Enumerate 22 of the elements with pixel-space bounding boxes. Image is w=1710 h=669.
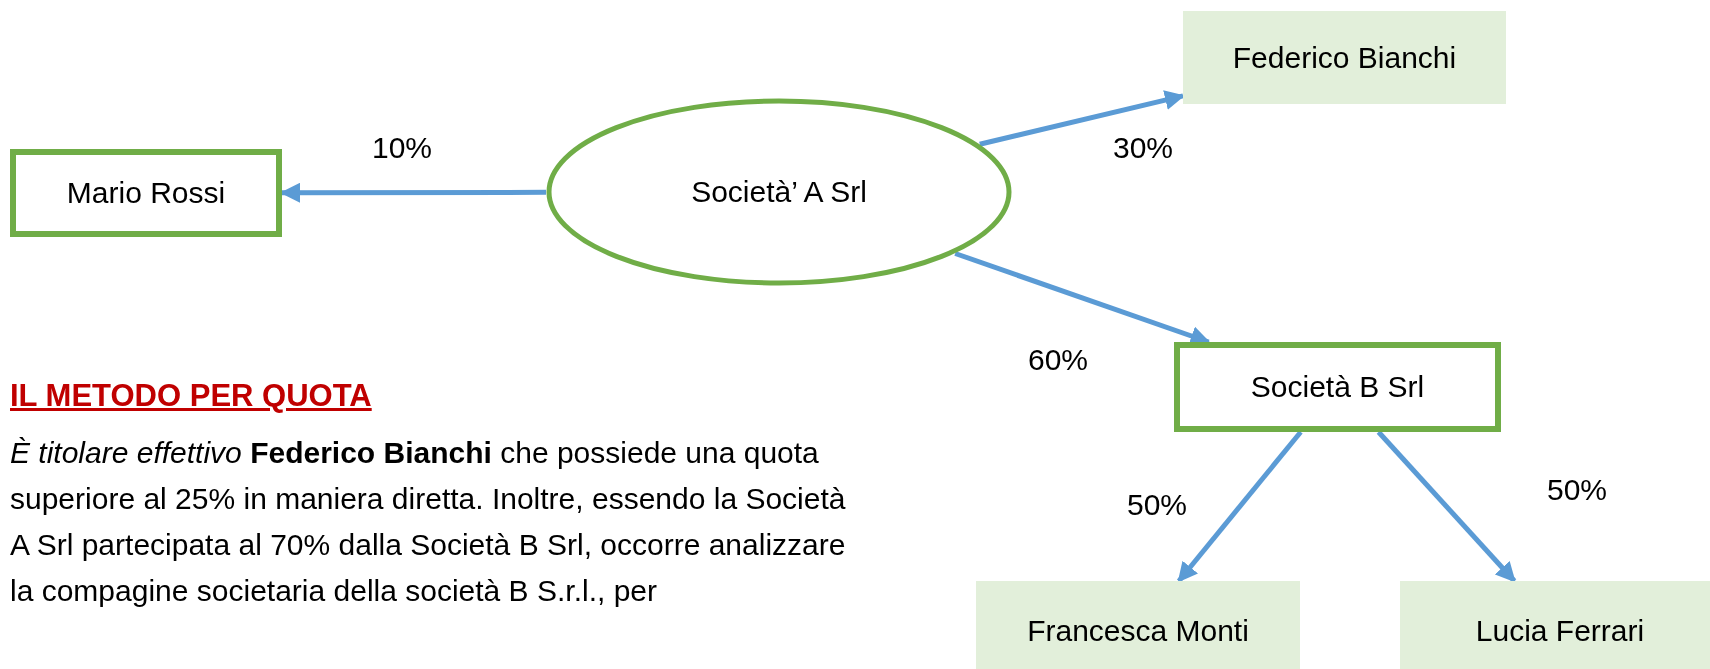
ellipse-node	[546, 98, 1012, 286]
edge-label: 50%	[1547, 473, 1607, 507]
arrow	[1376, 430, 1517, 583]
company-box	[1174, 342, 1501, 432]
edge-label: 50%	[1127, 488, 1187, 522]
edge-label: 10%	[372, 131, 432, 165]
person-box	[1400, 581, 1710, 669]
node-label: Federico Bianchi	[1232, 40, 1457, 75]
person-box	[976, 581, 1300, 669]
person-box	[1183, 11, 1506, 104]
arrow	[979, 90, 1185, 147]
node-label: Società B Srl	[1250, 370, 1425, 404]
arrow	[1176, 430, 1303, 583]
edge-label: 30%	[1113, 131, 1173, 165]
node-label: Francesca Monti	[1027, 614, 1249, 648]
paragraph: È titolare effettivo Federico Bianchi che possiede una quota superiore al 25% in maniera diretta. Inoltre, essendo la Società A Srl partecipata al 70% dalla Società B Srl, occorre analizzare la compagine societaria della società B S.r.l., per	[10, 435, 847, 609]
company-box	[10, 149, 282, 237]
node-label: Lucia Ferrari	[1475, 614, 1645, 648]
section-heading: IL METODO PER QUOTA	[10, 378, 372, 414]
edge-label: 60%	[1028, 343, 1088, 377]
node-label: Società’ A Srl	[691, 175, 867, 209]
node-label: Mario Rossi	[66, 176, 226, 210]
